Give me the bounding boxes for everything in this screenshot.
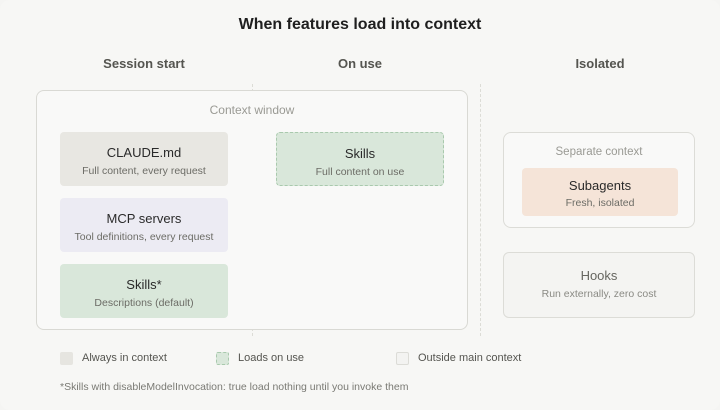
card-claude-md: CLAUDE.md Full content, every request	[60, 132, 228, 186]
card-hooks: Hooks Run externally, zero cost	[503, 252, 695, 318]
card-skills-descriptions: Skills* Descriptions (default)	[60, 264, 228, 318]
card-name: Skills	[344, 146, 376, 161]
legend-label: Outside main context	[418, 352, 522, 364]
diagram-title: When features load into context	[238, 16, 482, 33]
legend-swatch	[216, 351, 229, 365]
column-label-session-start: Session start	[103, 56, 185, 71]
column-label-isolated: Isolated	[575, 56, 625, 71]
card-name: Subagents	[568, 178, 632, 193]
legend-swatch	[396, 351, 409, 365]
card-skills-full-content: Skills Full content on use	[276, 132, 444, 186]
card-subagents: Subagents Fresh, isolated	[522, 168, 678, 216]
legend-label: Loads on use	[238, 352, 305, 364]
card-mcp-servers: MCP servers Tool definitions, every requ…	[60, 198, 228, 252]
separate-context-label: Separate context	[555, 146, 643, 158]
legend-label: Always in context	[82, 352, 167, 364]
card-name: Hooks	[580, 268, 618, 283]
footnote: *Skills with disableModelInvocation: tru…	[60, 381, 409, 393]
legend-swatch	[60, 351, 73, 365]
column-label-on-use: On use	[337, 56, 383, 71]
card-description: Tool definitions, every request	[74, 231, 214, 243]
card-description: Descriptions (default)	[94, 297, 194, 309]
card-name: MCP servers	[106, 211, 182, 226]
card-name: CLAUDE.md	[106, 145, 182, 160]
column-divider	[480, 84, 481, 336]
context-window-label: Context window	[209, 103, 295, 117]
legend-item-outside-main-context: Outside main context	[396, 350, 521, 366]
card-description: Full content on use	[315, 166, 405, 178]
card-name: Skills*	[126, 277, 162, 292]
legend-item-loads-on-use: Loads on use	[216, 350, 304, 366]
card-description: Full content, every request	[82, 165, 206, 177]
card-description: Run externally, zero cost	[541, 288, 657, 300]
card-description: Fresh, isolated	[565, 197, 635, 209]
legend-item-always-in-context: Always in context	[60, 350, 167, 366]
